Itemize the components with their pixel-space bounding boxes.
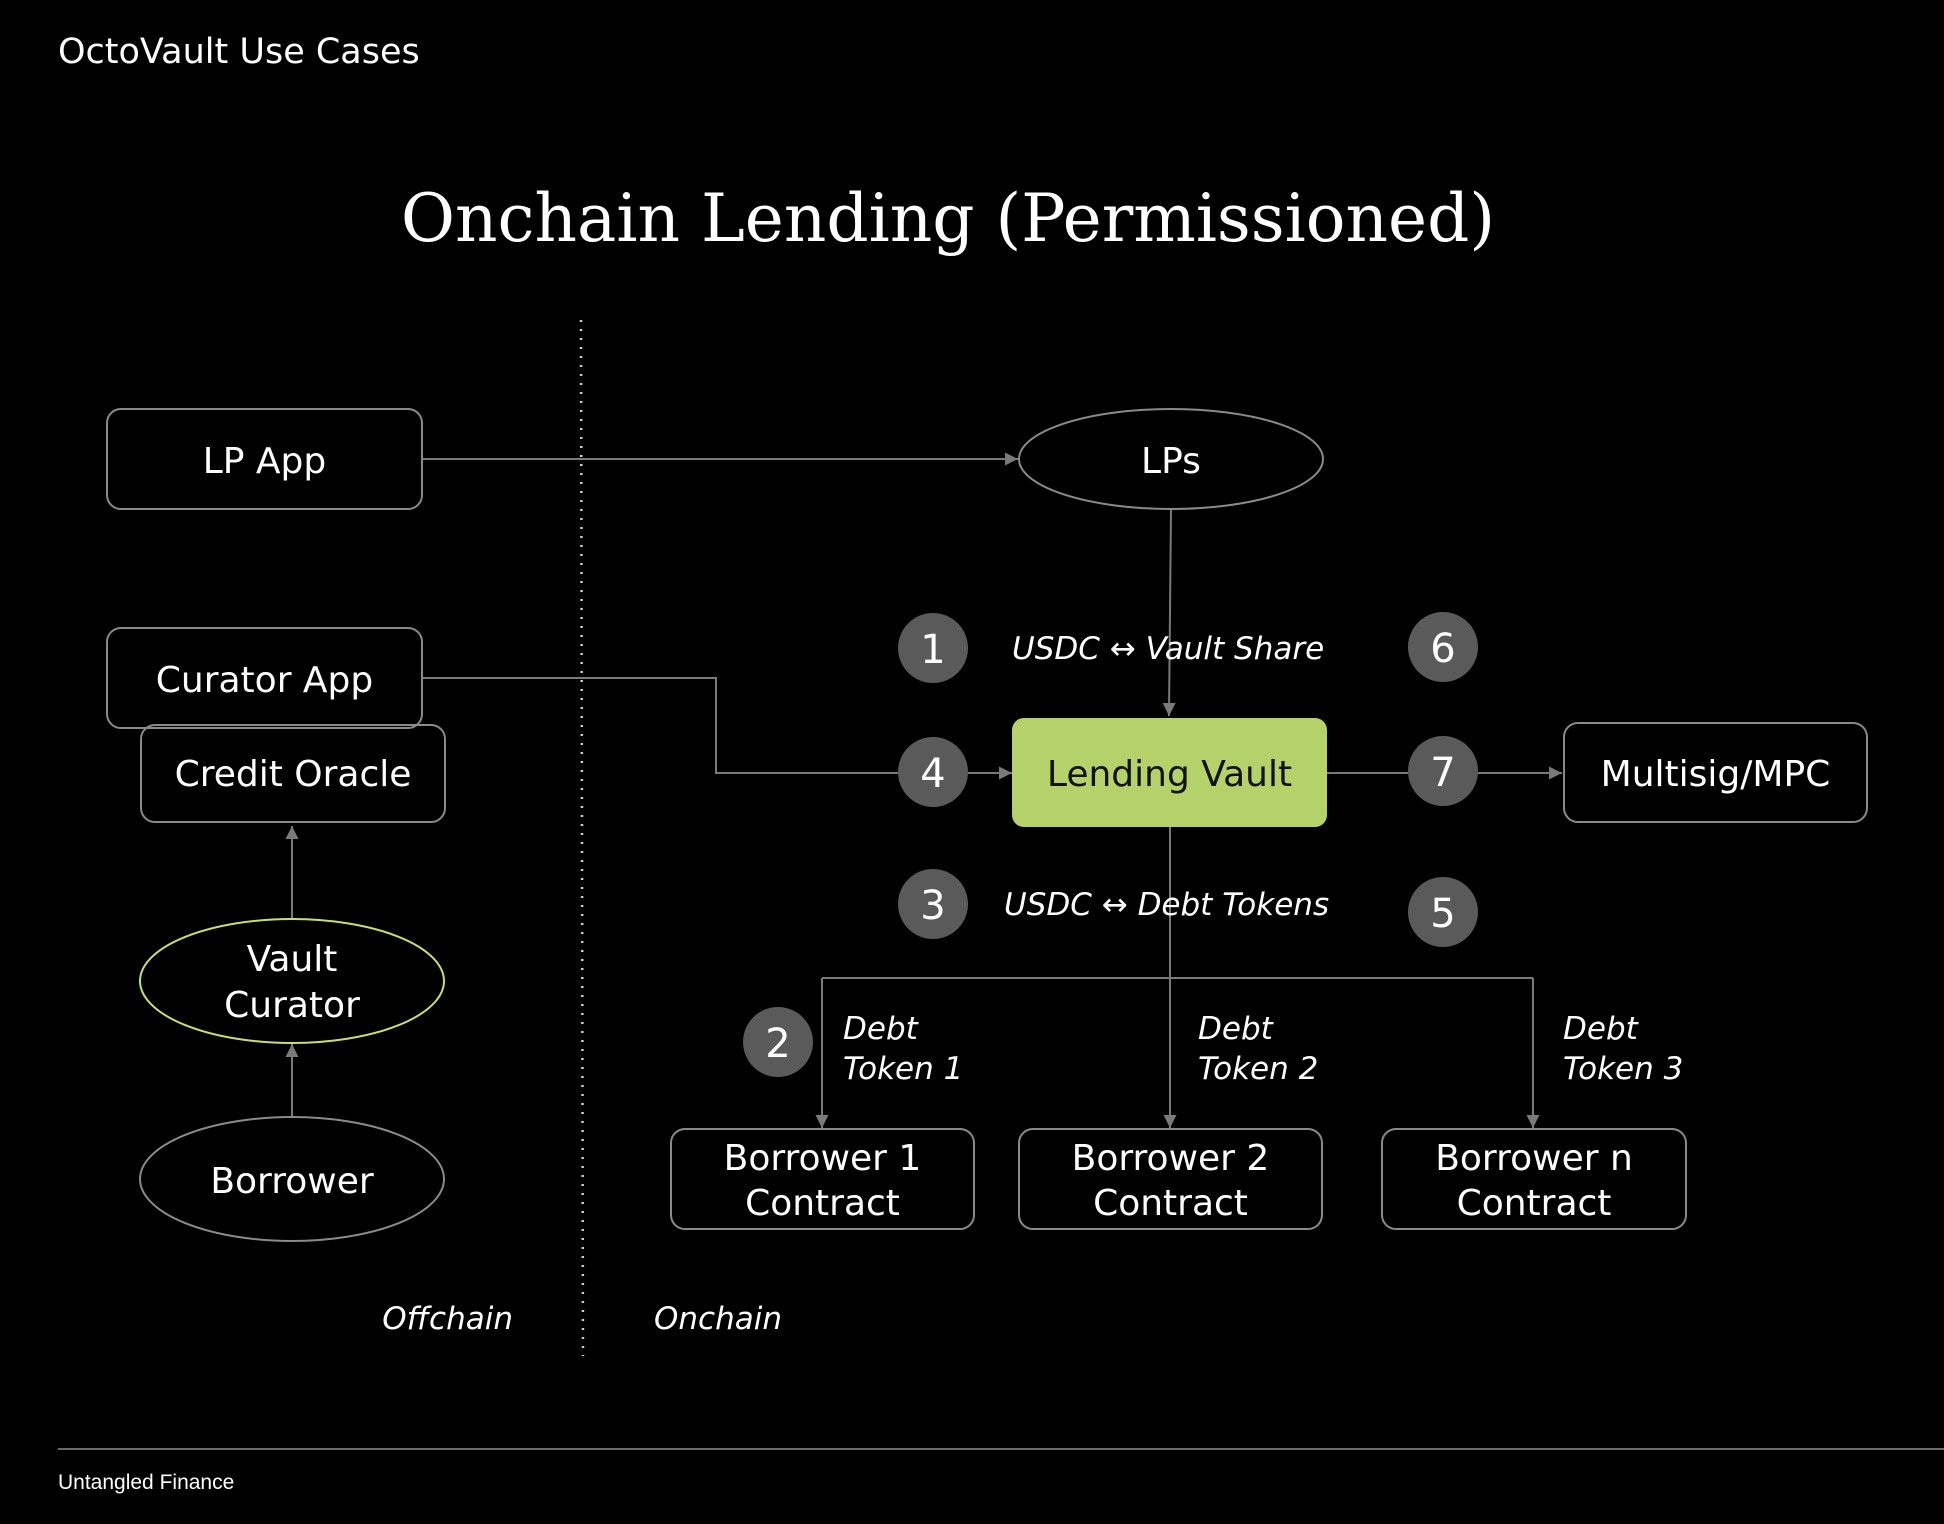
- edge-curator-app-to-badge-4: [422, 677, 898, 774]
- step-badge-7: 7: [1408, 736, 1478, 806]
- svg-text:Contract: Contract: [1093, 1183, 1248, 1224]
- edge-lps-to-lending-vault: [1162, 507, 1176, 717]
- node-credit-oracle: Credit Oracle: [140, 724, 446, 823]
- svg-text:3: 3: [920, 883, 945, 929]
- svg-text:2: 2: [765, 1021, 790, 1067]
- svg-text:6: 6: [1430, 626, 1455, 672]
- svg-text:Credit Oracle: Credit Oracle: [175, 754, 412, 795]
- svg-text:Borrower 2: Borrower 2: [1072, 1138, 1270, 1179]
- svg-text:5: 5: [1430, 891, 1455, 937]
- svg-text:Token 1: Token 1: [843, 1051, 963, 1087]
- node-curator-app: Curator App: [106, 627, 423, 729]
- offchain-onchain-divider: [579, 319, 585, 1357]
- node-borrower-n-contract: Borrower n Contract: [1381, 1128, 1687, 1230]
- svg-text:7: 7: [1430, 750, 1455, 796]
- svg-text:LP App: LP App: [203, 441, 327, 482]
- label-usdc-debt-tokens: USDC ↔ Debt Tokens: [1004, 887, 1329, 923]
- node-borrower: Borrower: [139, 1116, 445, 1242]
- svg-text:4: 4: [920, 751, 945, 797]
- svg-text:Debt: Debt: [1198, 1011, 1275, 1047]
- node-lp-app: LP App: [106, 408, 423, 510]
- label-debt-token-2: Debt Token 2: [1198, 1011, 1318, 1087]
- step-badge-4: 4: [898, 737, 968, 807]
- svg-text:Curator: Curator: [224, 985, 360, 1026]
- svg-text:Token 2: Token 2: [1198, 1051, 1318, 1087]
- svg-text:Borrower 1: Borrower 1: [724, 1138, 922, 1179]
- node-borrower-2-contract: Borrower 2 Contract: [1018, 1128, 1323, 1230]
- step-badge-5: 5: [1408, 877, 1478, 947]
- step-badge-1: 1: [898, 613, 968, 683]
- node-borrower-1-contract: Borrower 1 Contract: [670, 1128, 975, 1230]
- header-title: OctoVault Use Cases: [58, 32, 420, 72]
- label-debt-token-1: Debt Token 1: [843, 1011, 963, 1087]
- step-badge-6: 6: [1408, 612, 1478, 682]
- svg-text:Token 3: Token 3: [1563, 1051, 1683, 1087]
- svg-text:Lending Vault: Lending Vault: [1047, 754, 1292, 795]
- svg-text:Contract: Contract: [745, 1183, 900, 1224]
- zone-label-onchain: Onchain: [654, 1301, 782, 1337]
- node-multisig-mpc: Multisig/MPC: [1563, 722, 1868, 823]
- svg-text:LPs: LPs: [1141, 441, 1201, 482]
- step-badge-3: 3: [898, 869, 968, 939]
- label-debt-token-3: Debt Token 3: [1563, 1011, 1683, 1087]
- svg-text:Debt: Debt: [843, 1011, 920, 1047]
- svg-text:Contract: Contract: [1457, 1183, 1612, 1224]
- step-badge-2: 2: [743, 1007, 813, 1077]
- zone-label-offchain: Offchain: [382, 1301, 513, 1337]
- svg-text:1: 1: [920, 627, 945, 673]
- node-vault-curator: Vault Curator: [139, 918, 445, 1044]
- svg-text:Borrower n: Borrower n: [1435, 1138, 1633, 1179]
- slide-title: Onchain Lending (Permissioned): [400, 180, 1496, 257]
- footer-rule: [58, 1448, 1944, 1450]
- footer-company: Untangled Finance: [58, 1471, 235, 1494]
- label-usdc-vault-share: USDC ↔ Vault Share: [1012, 631, 1324, 667]
- svg-text:Debt: Debt: [1563, 1011, 1640, 1047]
- node-lending-vault: Lending Vault: [1012, 718, 1327, 827]
- svg-text:Vault: Vault: [247, 939, 338, 980]
- svg-text:Borrower: Borrower: [210, 1161, 374, 1202]
- node-lps: LPs: [1018, 408, 1324, 510]
- svg-text:Multisig/MPC: Multisig/MPC: [1601, 754, 1831, 795]
- svg-text:Curator App: Curator App: [156, 660, 374, 701]
